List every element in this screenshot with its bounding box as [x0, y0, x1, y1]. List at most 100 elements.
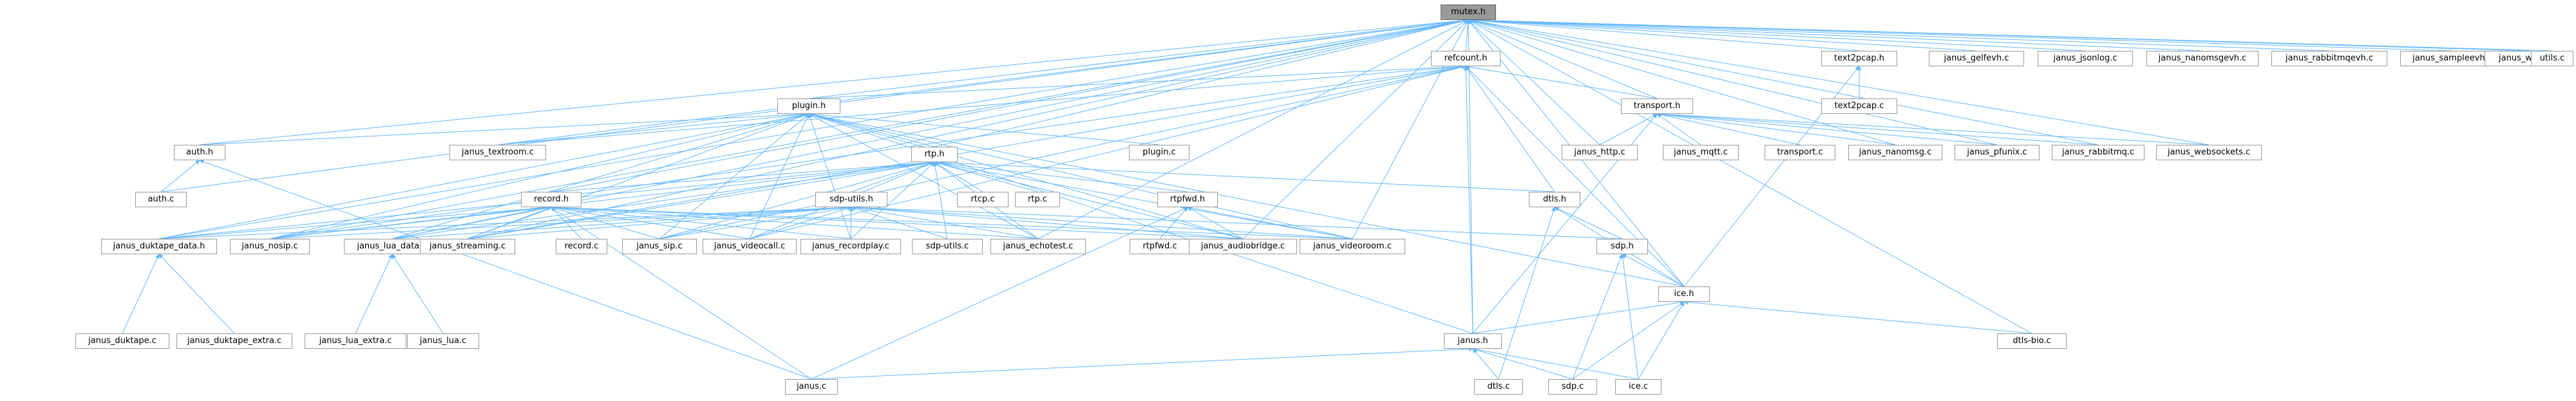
edge-plugin-h-to-plugin-c — [808, 112, 1160, 145]
edge-plugin-h-to-janus-duktape-data-h — [158, 112, 810, 239]
node-plugin-c[interactable]: plugin.c — [1129, 145, 1189, 160]
edge-record-h-to-janus-recordplay-c — [551, 205, 851, 239]
node-janus-lua-extra-c[interactable]: janus_lua_extra.c — [305, 333, 406, 349]
edge-rtp-h-to-rtp-c — [934, 161, 1038, 192]
node-sdp-utils-h[interactable]: sdp-utils.h — [815, 192, 887, 207]
node-mutex-h[interactable]: mutex.h — [1441, 5, 1496, 20]
node-text2pcap-c[interactable]: text2pcap.c — [1821, 98, 1897, 114]
node-sdp-c[interactable]: sdp.c — [1548, 379, 1597, 395]
edge-janus-duktape-data-h-to-janus-duktape-c — [122, 254, 160, 334]
edge-rtpfwd-h-to-janus-audiobridge-c — [1187, 207, 1244, 239]
edge-mutex-h-to-rtp-h — [934, 19, 1469, 147]
edge-rtp-h-to-rtcp-c — [934, 162, 983, 192]
node-rtp-h[interactable]: rtp.h — [911, 147, 958, 162]
edge-sdp-utils-h-to-janus-videoroom-c — [851, 205, 1353, 239]
node-auth-h[interactable]: auth.h — [174, 145, 225, 160]
node-janus-nanomsgevh-c[interactable]: janus_nanomsgevh.c — [2146, 51, 2259, 66]
edge-rtp-h-to-sdp-utils-h — [851, 161, 935, 192]
edge-rtp-h-to-janus-recordplay-c — [850, 162, 935, 239]
node-record-c[interactable]: record.c — [556, 239, 607, 254]
node-janus-echotest-c[interactable]: janus_echotest.c — [990, 239, 1086, 254]
node-plugin-h[interactable]: plugin.h — [777, 98, 840, 114]
edge-plugin-h-to-rtp-h — [808, 113, 935, 147]
edge-plugin-h-to-janus-streaming-c — [467, 113, 810, 239]
edge-sdp-utils-h-to-janus-echotest-c — [851, 205, 1039, 239]
node-janus-http-c[interactable]: janus_http.c — [1562, 145, 1638, 160]
edge-rtp-h-to-dtls-h — [934, 160, 1555, 192]
edge-auth-h-to-janus-c — [199, 159, 812, 380]
edge-rtpfwd-h-to-janus-c — [811, 207, 1188, 380]
edge-rtp-h-to-janus-lua-data-h — [392, 160, 935, 239]
node-janus-recordplay-c[interactable]: janus_recordplay.c — [800, 239, 901, 254]
node-janus-nanomsg-c[interactable]: janus_nanomsg.c — [1848, 145, 1942, 160]
edge-rtp-h-to-record-h — [551, 160, 935, 192]
edge-refcount-h-to-janus-nosip-c — [269, 64, 1466, 239]
node-janus-duktape-c[interactable]: janus_duktape.c — [75, 333, 169, 349]
node-janus-websockets-c[interactable]: janus_websockets.c — [2156, 145, 2262, 160]
edge-dtls-h-to-sdp-h — [1554, 207, 1623, 239]
edge-record-h-to-janus-sip-c — [551, 206, 660, 239]
node-rtpfwd-c[interactable]: rtpfwd.c — [1130, 239, 1190, 254]
edge-record-h-to-janus-c — [551, 207, 812, 380]
node-janus-lua-c[interactable]: janus_lua.c — [407, 333, 479, 349]
edge-mutex-h-to-transport-h — [1468, 19, 1658, 99]
edge-mutex-h-to-refcount-h — [1465, 19, 1470, 51]
edge-mutex-h-to-auth-h — [199, 18, 1469, 145]
node-janus-gelfevh-c[interactable]: janus_gelfevh.c — [1929, 51, 2024, 66]
node-dtls-h[interactable]: dtls.h — [1529, 192, 1580, 207]
node-sdp-h[interactable]: sdp.h — [1596, 239, 1648, 254]
edge-rtp-h-to-janus-videoroom-c — [934, 160, 1353, 239]
edge-plugin-h-to-janus-echotest-c — [808, 113, 1039, 239]
node-janus-videocall-c[interactable]: janus_videocall.c — [703, 239, 797, 254]
node-sdp-utils-c[interactable]: sdp-utils.c — [912, 239, 983, 254]
node-ice-c[interactable]: ice.c — [1615, 379, 1662, 395]
node-auth-c[interactable]: auth.c — [135, 192, 187, 207]
node-ice-h[interactable]: ice.h — [1658, 286, 1710, 302]
edge-auth-h-to-auth-c — [160, 160, 200, 192]
edge-plugin-h-to-janus-textroom-c — [497, 112, 810, 145]
node-janus-duktape-data-h[interactable]: janus_duktape_data.h — [101, 239, 217, 254]
edge-mutex-h-to-plugin-h — [808, 18, 1469, 99]
node-janus-textroom-c[interactable]: janus_textroom.c — [450, 145, 546, 160]
edge-mutex-h-to-janus-textroom-c — [497, 18, 1469, 145]
edge-janus-h-to-dtls-c — [1472, 348, 1499, 380]
node-janus-nosip-c[interactable]: janus_nosip.c — [230, 239, 310, 254]
node-text2pcap-h[interactable]: text2pcap.h — [1821, 51, 1897, 66]
node-dtls-c[interactable]: dtls.c — [1474, 379, 1523, 395]
edge-refcount-h-to-transport-h — [1465, 64, 1658, 99]
node-rtp-c[interactable]: rtp.c — [1015, 192, 1060, 207]
edge-sdp-utils-h-to-janus-videocall-c — [749, 206, 852, 239]
node-refcount-h[interactable]: refcount.h — [1431, 51, 1501, 66]
edge-mutex-h-to-janus-echotest-c — [1037, 19, 1469, 239]
edge-record-h-to-janus-nosip-c — [269, 205, 552, 239]
node-janus-videoroom-c[interactable]: janus_videoroom.c — [1300, 239, 1405, 254]
node-transport-h[interactable]: transport.h — [1621, 98, 1693, 114]
node-janus-rabbitmq-c[interactable]: janus_rabbitmq.c — [2052, 145, 2145, 160]
node-dtls-bio-c[interactable]: dtls-bio.c — [1997, 333, 2067, 349]
edge-sdp-utils-h-to-sdp-h — [851, 205, 1623, 239]
node-janus-c[interactable]: janus.c — [785, 379, 838, 395]
edge-sdp-utils-h-to-janus-sip-c — [659, 205, 852, 239]
node-janus-rabbitmqevh-c[interactable]: janus_rabbitmqevh.c — [2271, 51, 2387, 66]
node-janus-streaming-c[interactable]: janus_streaming.c — [420, 239, 515, 254]
edge-mutex-h-to-janus-h — [1466, 19, 1473, 334]
node-janus-mqtt-c[interactable]: janus_mqtt.c — [1663, 145, 1739, 160]
node-janus-sip-c[interactable]: janus_sip.c — [622, 239, 697, 254]
node-transport-c[interactable]: transport.c — [1765, 145, 1835, 160]
node-janus-h[interactable]: janus.h — [1444, 333, 1502, 349]
node-janus-audiobridge-c[interactable]: janus_audiobridge.c — [1189, 239, 1297, 254]
edge-record-h-to-janus-audiobridge-c — [551, 205, 1244, 239]
edge-mutex-h-to-janus-http-c — [1468, 19, 1600, 145]
node-utils-c[interactable]: utils.c — [2531, 51, 2573, 66]
edge-ice-h-to-dtls-bio-c — [1683, 300, 2032, 334]
edge-janus-h-to-sdp-c — [1472, 348, 1573, 380]
edge-mutex-h-to-janus-gelfevh-c — [1468, 17, 1977, 51]
edge-record-h-to-janus-echotest-c — [551, 205, 1039, 239]
node-record-h[interactable]: record.h — [521, 192, 582, 207]
node-rtcp-c[interactable]: rtcp.c — [957, 192, 1009, 207]
node-janus-pfunix-c[interactable]: janus_pfunix.c — [1955, 145, 2040, 160]
node-rtpfwd-h[interactable]: rtpfwd.h — [1157, 192, 1218, 207]
node-janus-duktape-extra-c[interactable]: janus_duktape_extra.c — [176, 333, 292, 349]
node-janus-jsonlog-c[interactable]: janus_jsonlog.c — [2038, 51, 2133, 66]
